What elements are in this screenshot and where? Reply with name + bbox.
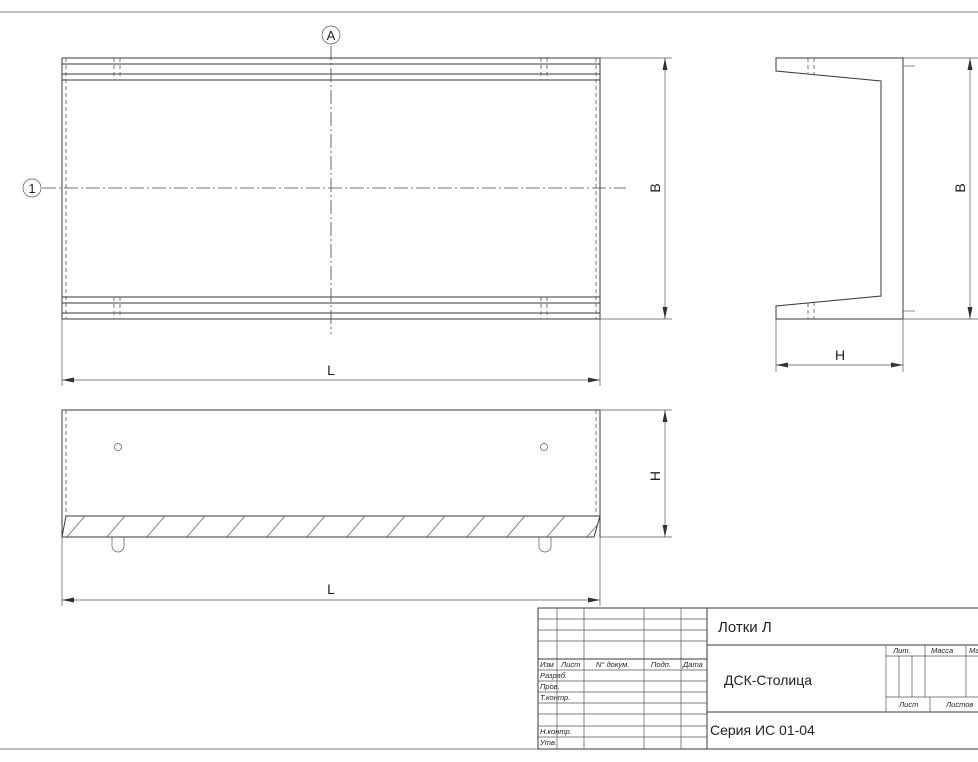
dim-h-elevation-label: H xyxy=(647,471,663,481)
tb-massa: Масса xyxy=(931,646,953,655)
elev-hole-left xyxy=(114,443,122,451)
elevation-view: H L xyxy=(61,409,672,606)
tb-row-utv: Утв. xyxy=(539,738,557,747)
tb-col-sign: Подп. xyxy=(651,660,671,669)
elev-loop-left xyxy=(111,537,125,553)
tb-lit: Лит. xyxy=(892,646,911,655)
elev-hole-right xyxy=(540,443,548,451)
tb-col-izm: Изм xyxy=(540,660,554,669)
tb-col-date: Дата xyxy=(682,660,703,669)
tb-row-razrab: Разраб. xyxy=(540,671,567,680)
elev-hatching xyxy=(62,516,600,537)
title-block: Изм Лист N° докум. Подп. Дата Разраб. Пр… xyxy=(537,607,978,750)
axis-1-label: 1 xyxy=(28,181,35,196)
dim-b-plan-label: B xyxy=(647,183,663,192)
section-outline xyxy=(775,57,904,320)
axis-a-label: A xyxy=(327,28,336,43)
tb-list: Лист xyxy=(898,700,918,709)
tb-row-tkontr: Т.контр. xyxy=(540,693,570,702)
axis-1-bubble xyxy=(22,178,42,198)
tb-col-list: Лист xyxy=(560,660,580,669)
section-view: B H xyxy=(775,57,978,372)
dim-b-section-label: B xyxy=(952,183,968,192)
tb-name: Лотки Л xyxy=(718,619,772,636)
tb-row-prov: Пров. xyxy=(540,682,560,691)
plan-view: A 1 L B xyxy=(22,25,672,386)
tb-company: ДСК-Столица xyxy=(724,672,812,688)
tb-series: Серия ИС 01-04 xyxy=(710,722,815,738)
tb-outline xyxy=(537,607,978,750)
tb-masshtab: Ма xyxy=(969,646,978,655)
tb-listov: Листов xyxy=(945,700,973,709)
dim-h-section-label: H xyxy=(835,347,845,363)
dim-l-bottom-label: L xyxy=(327,581,335,597)
elev-bottom-slab xyxy=(61,515,601,538)
dim-l-top-label: L xyxy=(327,362,335,378)
tb-row-nkontr: Н.контр. xyxy=(540,727,572,736)
axis-a-bubble xyxy=(321,25,341,45)
tb-col-doc: N° докум. xyxy=(596,660,629,669)
elev-loop-right xyxy=(538,537,552,553)
